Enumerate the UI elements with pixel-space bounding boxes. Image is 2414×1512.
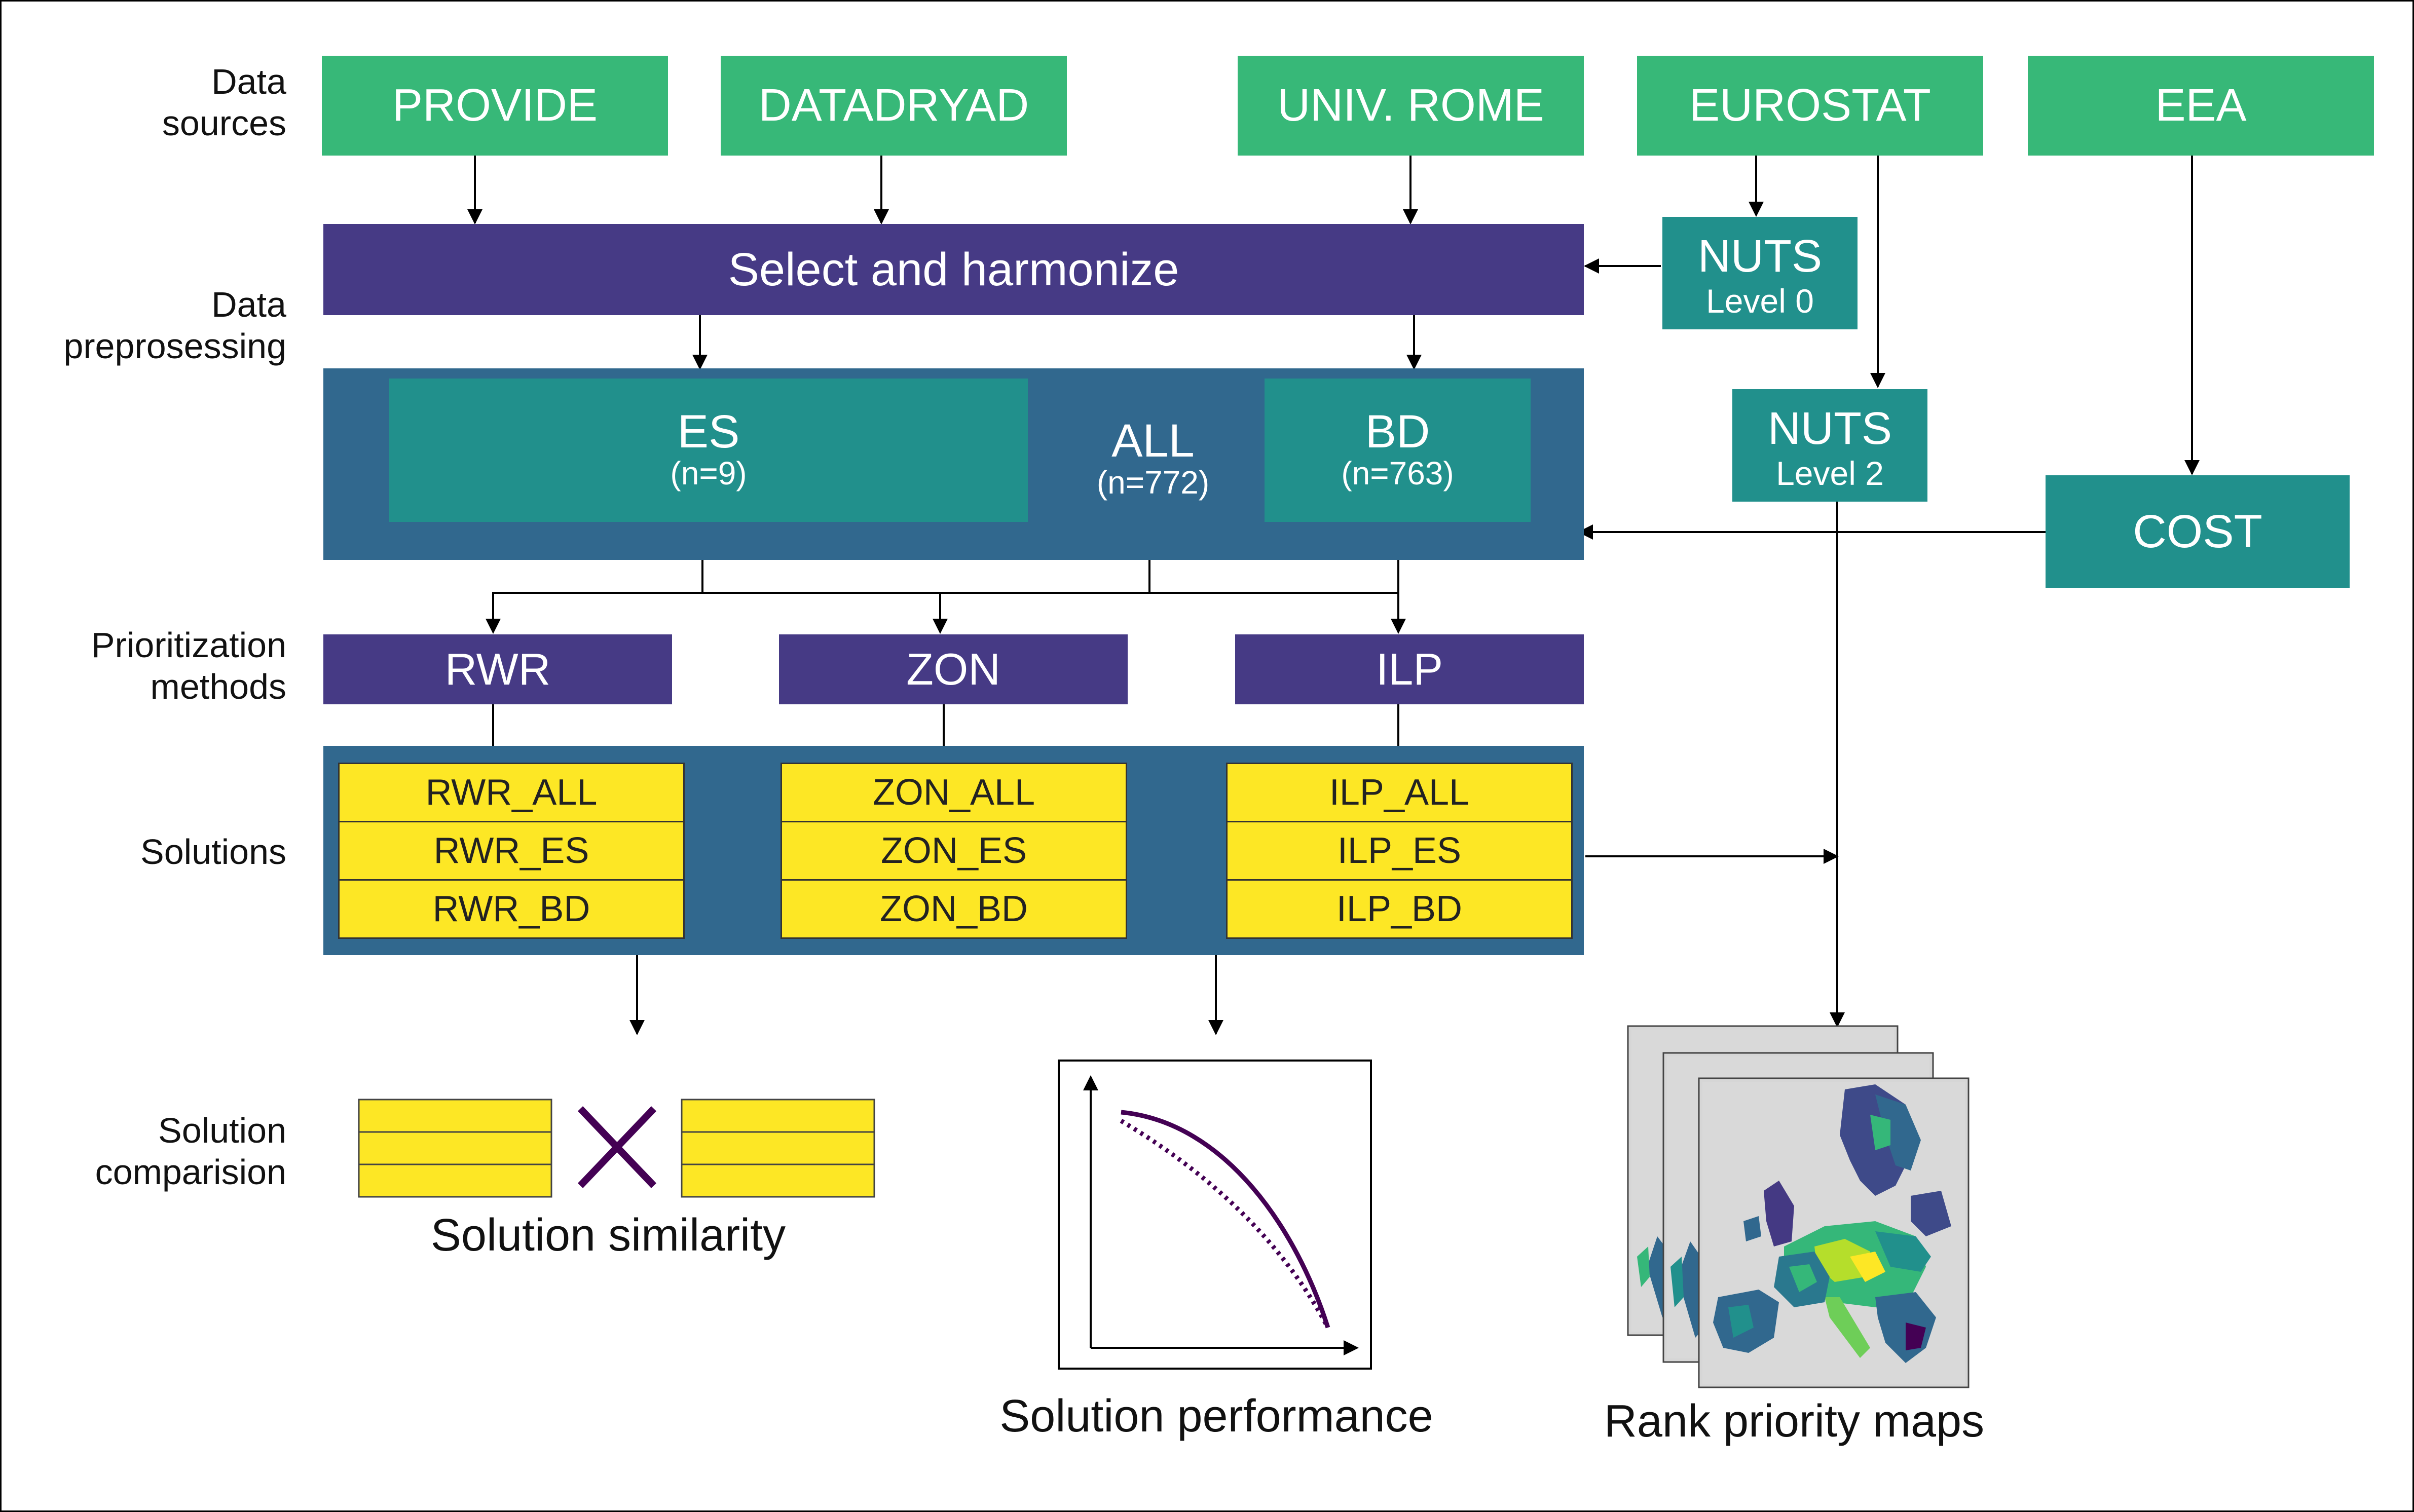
output-label-similarity: Solution similarity — [430, 1210, 786, 1261]
source-datadryad: DATADRYAD — [721, 56, 1067, 156]
similarity-table-left-row — [358, 1131, 552, 1165]
row-label-data-preprocessing: Data preprosessing — [41, 284, 286, 367]
nuts-title: NUTS — [1768, 403, 1892, 454]
solution-cell: RWR_BD — [338, 879, 685, 939]
row-label-solutions: Solutions — [140, 832, 286, 872]
nuts-level-0-box: NUTS Level 0 — [1662, 217, 1858, 329]
dataset-name: ES — [677, 406, 740, 458]
output-label-performance: Solution performance — [999, 1391, 1433, 1442]
row-label-prioritization-methods: Prioritization methods — [41, 624, 286, 707]
row-label-line: Solution — [158, 1111, 286, 1150]
map-british-isles — [1764, 1181, 1794, 1246]
source-eea: EEA — [2028, 56, 2374, 156]
method-rwr-box: RWR — [323, 634, 672, 704]
similarity-table-right-row — [681, 1163, 875, 1198]
nuts-title: NUTS — [1698, 231, 1822, 282]
row-label-line: preprosessing — [63, 326, 286, 366]
dataset-all-name: ALL — [1111, 415, 1195, 467]
nuts-level: Level 0 — [1706, 282, 1814, 320]
dataset-name: BD — [1365, 406, 1430, 458]
output-label-maps: Rank priority maps — [1604, 1396, 1985, 1447]
row-label-data-sources: Data sources — [41, 61, 286, 144]
row-label-line: Data — [211, 62, 286, 101]
method-zon-box: ZON — [779, 634, 1128, 704]
map-card-front — [1698, 1077, 1970, 1388]
solution-cell: ZON_ES — [781, 821, 1127, 881]
solution-cell: ILP_BD — [1226, 879, 1573, 939]
solution-cell: ZON_BD — [781, 879, 1127, 939]
arrow-to-rwr — [486, 592, 702, 634]
row-label-line: Data — [211, 285, 286, 324]
solution-cell: RWR_ALL — [338, 763, 685, 822]
similarity-table-left-row — [358, 1163, 552, 1198]
dataset-count: (n=9) — [670, 455, 747, 492]
row-label-line: sources — [162, 103, 286, 143]
performance-curve-dotted — [1120, 1119, 1330, 1329]
dataset-bd-box: BD (n=763) — [1265, 379, 1531, 522]
select-and-harmonize-box: Select and harmonize — [323, 224, 1584, 315]
source-provide: PROVIDE — [322, 56, 668, 156]
performance-curve-solid — [1121, 1110, 1330, 1329]
similarity-table-right-row — [681, 1099, 875, 1133]
nuts-level-2-box: NUTS Level 2 — [1732, 389, 1927, 502]
method-ilp-box: ILP — [1235, 634, 1584, 704]
source-eurostat: EUROSTAT — [1637, 56, 1983, 156]
dataset-all-count: (n=772) — [1096, 464, 1210, 501]
solution-cell: ZON_ALL — [781, 763, 1127, 822]
map-italy — [1825, 1297, 1870, 1358]
cost-box: COST — [2046, 475, 2350, 588]
dataset-es-box: ES (n=9) — [389, 379, 1028, 522]
row-label-line: Prioritization — [91, 625, 286, 665]
dataset-count: (n=763) — [1341, 455, 1454, 492]
performance-frame — [1058, 1060, 1372, 1370]
row-label-line: comparision — [95, 1152, 286, 1192]
row-label-line: methods — [150, 667, 286, 706]
source-univ-rome: UNIV. ROME — [1238, 56, 1584, 156]
nuts-level: Level 2 — [1776, 455, 1884, 492]
solution-cell: RWR_ES — [338, 821, 685, 881]
cross-icon — [577, 1106, 657, 1188]
row-label-solution-comparison: Solution comparision — [41, 1110, 286, 1193]
